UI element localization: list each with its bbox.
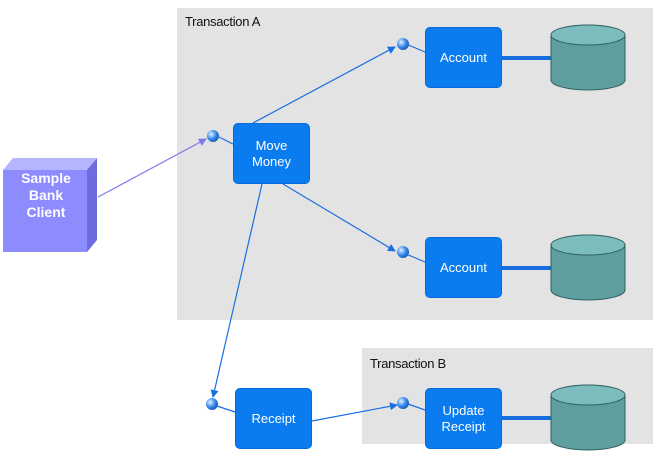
endpoint-ball-icon <box>397 246 409 258</box>
endpoint-ball-icon <box>207 130 219 142</box>
node-label: Move <box>255 137 288 153</box>
endpoint-link-account-top <box>405 43 426 53</box>
transaction-a-title: Transaction A <box>185 14 261 29</box>
client-label: Sample Bank Client <box>3 170 89 221</box>
connector-client-to-move <box>97 138 207 198</box>
client-label-line: Sample <box>21 170 71 186</box>
receipt-node[interactable]: Receipt <box>235 388 312 449</box>
endpoint-link-receipt <box>216 405 236 413</box>
endpoint-ball-icon <box>397 397 409 409</box>
database-cylinder-icon <box>550 234 626 301</box>
client-label-line: Client <box>26 204 66 220</box>
endpoint-link-move <box>218 136 234 145</box>
endpoint-ball-icon <box>397 38 409 50</box>
database-cylinder-icon <box>550 24 626 91</box>
node-label: Update <box>442 402 485 418</box>
update-receipt-node[interactable]: Update Receipt <box>425 388 502 449</box>
account-node-bottom[interactable]: Account <box>425 237 502 298</box>
move-money-node[interactable]: Move Money <box>233 123 310 184</box>
node-label: Money <box>251 153 292 169</box>
account-node-top[interactable]: Account <box>425 27 502 88</box>
connector-move-to-receipt <box>210 183 263 398</box>
client-label-line: Bank <box>28 187 64 203</box>
endpoint-link-update <box>407 403 426 411</box>
node-label: Receipt <box>251 410 296 426</box>
node-label: Account <box>440 259 487 275</box>
endpoint-link-account-bottom <box>405 253 426 263</box>
transaction-b-title: Transaction B <box>370 356 446 371</box>
endpoint-ball-icon <box>206 398 218 410</box>
node-label: Account <box>440 49 487 65</box>
client-box-icon <box>3 158 97 252</box>
node-label: Receipt <box>441 418 486 434</box>
database-cylinder-icon <box>550 384 626 451</box>
connector-move-to-account-bottom <box>282 183 396 252</box>
connector-move-to-account-top <box>252 46 396 124</box>
connector-receipt-to-update <box>311 402 398 422</box>
